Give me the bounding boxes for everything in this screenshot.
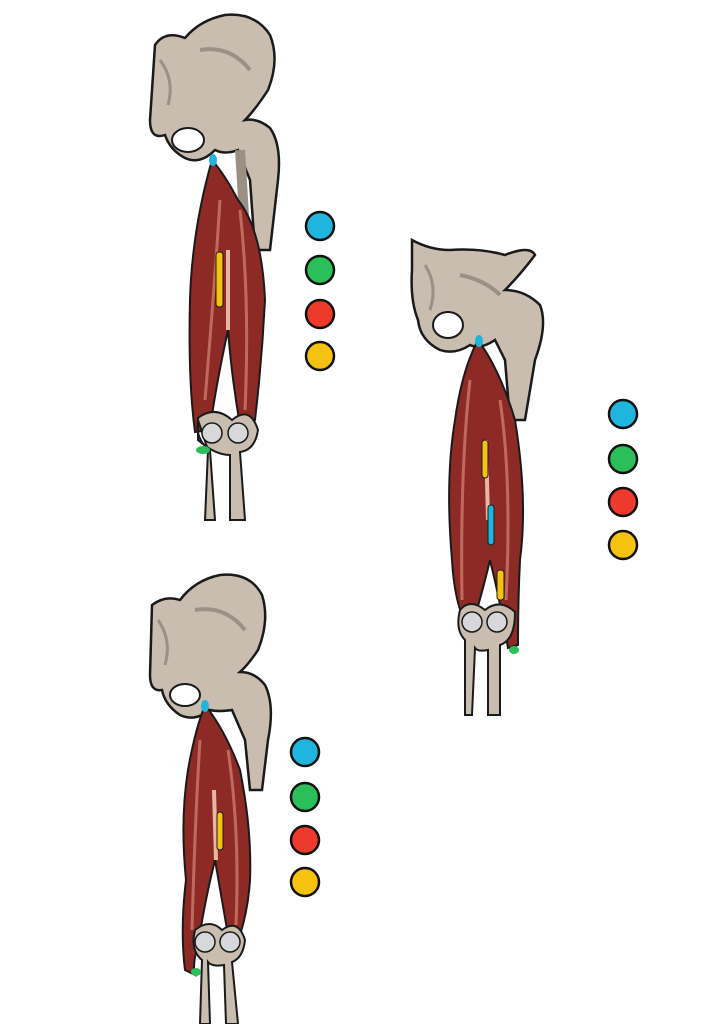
marker-yellow-2 [496,569,505,601]
obturator-foramen [169,683,201,707]
marker-cyan-2 [487,504,495,546]
marker-green [509,646,519,654]
marker-yellow [216,811,224,851]
pelvis-bone [148,573,273,792]
dot-red [304,298,336,330]
dot-green [304,254,336,286]
obturator-foramen [171,127,205,153]
dot-green [607,443,639,475]
legend-dots-1 [304,210,336,372]
legend-dots-2 [607,398,639,561]
marker-cyan [475,335,483,347]
pelvis-bone [410,237,545,422]
marker-cyan [209,154,217,166]
dot-green [289,781,321,813]
leg-figure-1 [148,13,281,521]
leg-figure-2 [410,237,545,716]
dot-yellow [289,866,321,898]
legend-dots-3 [289,736,321,898]
dot-cyan [289,736,321,768]
obturator-foramen [432,311,464,339]
dot-cyan [304,210,336,242]
dot-yellow [607,529,639,561]
dot-red [289,824,321,856]
marker-yellow [215,251,224,308]
dot-cyan [607,398,639,430]
dot-red [607,486,639,518]
pelvis-bone [148,13,281,252]
marker-cyan [201,700,209,712]
marker-green [196,446,210,454]
leg-figure-3 [148,573,273,1024]
dot-yellow [304,340,336,372]
marker-yellow [481,439,489,479]
marker-green [191,968,201,976]
